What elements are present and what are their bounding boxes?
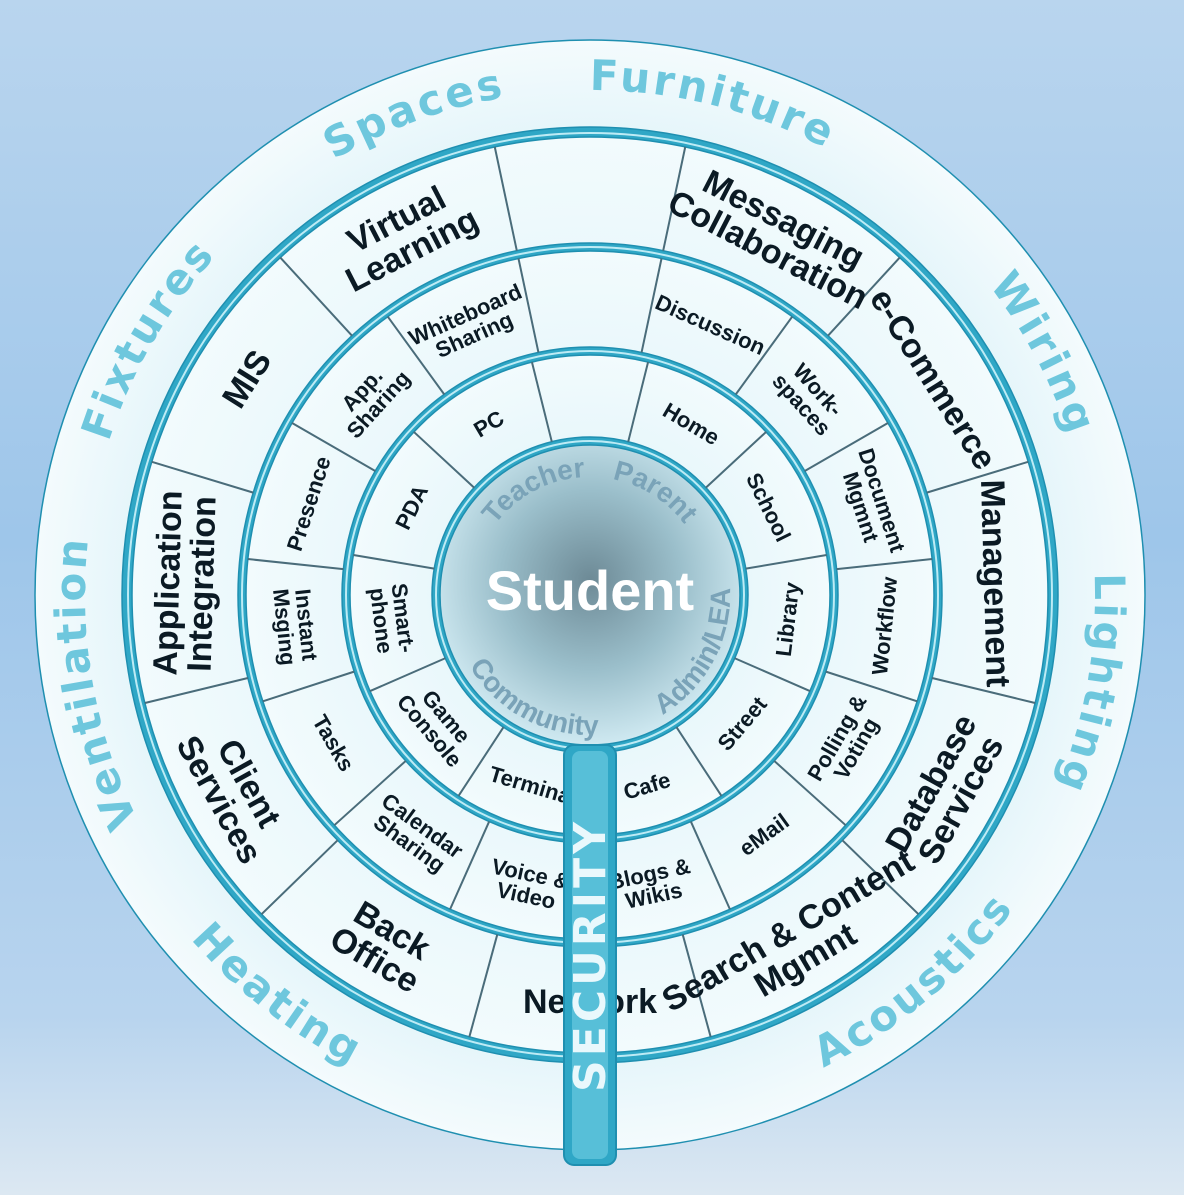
segment-divider [144,677,249,704]
segment-divider [369,657,446,693]
security-label: SECURITY [565,818,616,1092]
label-line: Management [973,479,1017,688]
segment-divider [689,821,731,910]
segment-divider [825,670,918,703]
segment-divider [705,431,767,489]
segment-divider [413,431,475,489]
segment-divider [627,361,650,442]
label-line: Integration [181,496,224,673]
segment-divider [931,677,1036,704]
center-label: Student [486,559,694,622]
segment-divider [247,558,344,571]
segment-dividers [144,146,1036,1038]
segment-divider [836,558,933,571]
segment-divider [734,316,794,395]
segment-divider [449,821,491,910]
segment-divider [262,670,355,703]
segment-divider [773,760,847,826]
security-bar-inner [572,751,608,1159]
segment-divider [841,839,920,915]
segment-divider [279,256,353,337]
services-label: ApplicationIntegration [146,490,223,677]
segment-divider [333,760,407,826]
segment-divider [468,934,499,1038]
segment-divider [353,553,435,570]
segment-divider [804,422,889,472]
segment-divider [517,258,540,353]
ring-layers [34,39,1146,1151]
segment-divider [260,839,339,915]
segment-divider [530,361,553,442]
segment-divider [457,726,505,797]
access-points-label: Smart-phone [365,582,420,657]
segment-divider [640,258,663,353]
applications-label: InstantMsging [268,585,323,666]
segment-divider [745,553,827,570]
segment-divider [386,316,446,395]
segment-divider [827,256,901,337]
services-label: Management [973,479,1017,688]
security-channel: SECURITY [563,744,617,1166]
segment-divider [734,657,811,693]
segment-divider [151,460,254,494]
applications-label: Voice &Video [485,854,572,916]
label-line: Application [146,490,189,676]
segment-divider [662,146,687,251]
segment-divider [291,422,376,472]
segment-divider [493,146,518,251]
segment-divider [926,460,1029,494]
segment-divider [681,934,712,1038]
segment-divider [675,726,723,797]
